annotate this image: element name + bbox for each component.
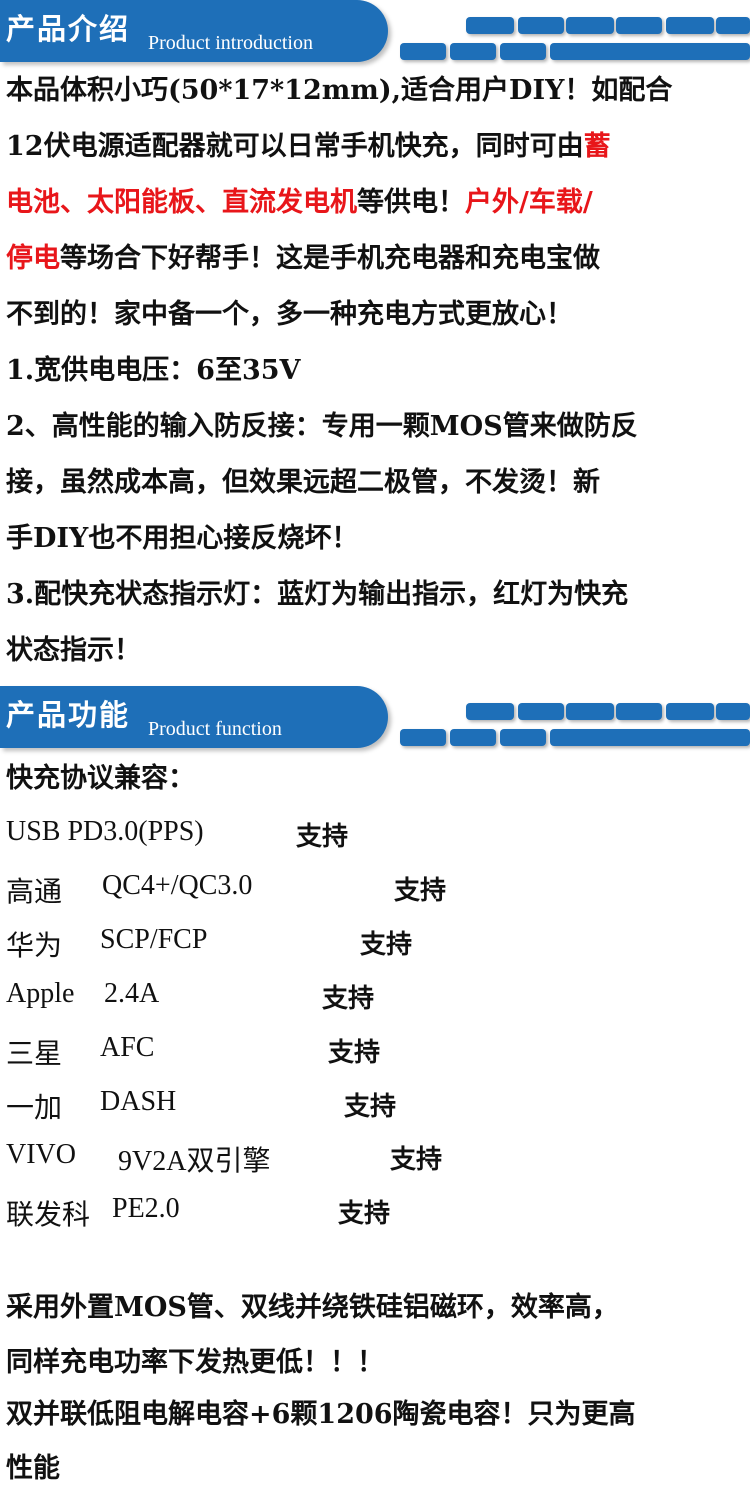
- protocol-row: 高通 QC4+/QC3.0 支持: [6, 870, 746, 910]
- protocol-brand: 三星: [6, 1039, 63, 1070]
- intro-line: 手DIY也不用担心接反烧坏！: [6, 516, 358, 555]
- body-text: 1.宽供电电压：6至35V: [6, 355, 301, 386]
- banner-brick: [500, 43, 546, 60]
- intro-line: 接，虽然成本高，但效果远超二极管，不发烫！新: [6, 460, 600, 499]
- intro-line: 3.配快充状态指示灯：蓝灯为输出指示，红灯为快充: [6, 572, 628, 611]
- body-text: 12伏电源适配器就可以日常手机快充，同时可由: [6, 131, 584, 162]
- banner-brick: [616, 703, 662, 720]
- protocol-row: 联发科 PE2.0 支持: [6, 1193, 746, 1233]
- body-text: 手DIY也不用担心接反烧坏！: [6, 523, 359, 554]
- intro-line: 状态指示！: [6, 628, 141, 667]
- banner-brick: [466, 17, 514, 34]
- intro-line: 停电等场合下好帮手！这是手机充电器和充电宝做: [6, 236, 600, 275]
- highlight-text: 停电: [6, 243, 60, 274]
- banner-title-en: Product function: [148, 718, 282, 740]
- protocol-brand: USB PD3.0(PPS): [6, 816, 204, 847]
- protocol-status: 支持: [394, 876, 447, 906]
- protocol-row: USB PD3.0(PPS) 支持: [6, 816, 746, 856]
- banner-tab: [0, 686, 388, 748]
- protocol-name: AFC: [100, 1032, 155, 1063]
- banner-brick: [400, 43, 446, 60]
- protocol-row: Apple 2.4A 支持: [6, 978, 746, 1018]
- body-text: 等场合下好帮手！这是手机充电器和充电宝做: [60, 243, 600, 274]
- protocol-status: 支持: [360, 930, 413, 960]
- banner-tab: [0, 0, 388, 62]
- banner-brick: [550, 43, 750, 60]
- protocol-name: SCP/FCP: [100, 924, 208, 955]
- body-text: 本品体积小巧(50*17*12mm),适合用户DIY！如配合: [6, 75, 673, 106]
- section-banner-introduction: 产品介绍 Product introduction: [0, 0, 750, 62]
- feature-note-line: 双并联低阻电解电容+6颗1206陶瓷电容！只为更高: [6, 1399, 636, 1430]
- protocol-status: 支持: [322, 984, 375, 1014]
- body-text: 2、高性能的输入防反接：专用一颗MOS管来做防反: [6, 411, 638, 442]
- banner-brick: [450, 729, 496, 746]
- protocol-row: 三星 AFC 支持: [6, 1032, 746, 1072]
- banner-brick: [616, 17, 662, 34]
- protocol-name: 2.4A: [104, 978, 160, 1009]
- banner-brick: [500, 729, 546, 746]
- intro-line: 1.宽供电电压：6至35V: [6, 348, 301, 387]
- feature-note-line: 性能: [6, 1453, 60, 1484]
- banner-bricks: [400, 0, 750, 62]
- highlight-text: 电池、太阳能板、直流发电机: [6, 187, 357, 218]
- intro-line: 电池、太阳能板、直流发电机等供电！户外/车载/: [6, 180, 593, 219]
- banner-bricks: [400, 686, 750, 748]
- intro-line: 本品体积小巧(50*17*12mm),适合用户DIY！如配合: [6, 68, 672, 107]
- protocol-status: 支持: [328, 1038, 381, 1068]
- protocol-status: 支持: [390, 1145, 443, 1175]
- banner-brick: [400, 729, 446, 746]
- banner-brick: [550, 729, 750, 746]
- banner-brick: [666, 703, 714, 720]
- protocol-heading: 快充协议兼容：: [6, 763, 195, 794]
- protocol-status: 支持: [296, 822, 349, 852]
- body-text: 不到的！家中备一个，多一种充电方式更放心！: [6, 299, 573, 330]
- banner-brick: [466, 703, 514, 720]
- protocol-status: 支持: [344, 1092, 397, 1122]
- banner-brick: [518, 703, 564, 720]
- protocol-brand: 一加: [6, 1093, 63, 1124]
- intro-line: 12伏电源适配器就可以日常手机快充，同时可由蓄: [6, 124, 611, 163]
- protocol-row: VIVO 9V2A双引擎 支持: [6, 1139, 746, 1179]
- feature-note-line: 同样充电功率下发热更低！！！: [6, 1347, 384, 1378]
- banner-brick: [566, 17, 614, 34]
- body-text: 等供电！: [357, 187, 465, 218]
- banner-title-cn: 产品功能: [6, 698, 131, 732]
- protocol-brand: VIVO: [6, 1139, 76, 1170]
- protocol-name: DASH: [100, 1086, 177, 1117]
- banner-brick: [518, 17, 564, 34]
- banner-brick: [666, 17, 714, 34]
- banner-brick: [716, 703, 750, 720]
- banner-brick: [450, 43, 496, 60]
- body-text: 3.配快充状态指示灯：蓝灯为输出指示，红灯为快充: [6, 579, 629, 610]
- protocol-row: 一加 DASH 支持: [6, 1086, 746, 1126]
- protocol-brand: 华为: [6, 931, 63, 962]
- intro-line: 不到的！家中备一个，多一种充电方式更放心！: [6, 292, 573, 331]
- intro-line: 2、高性能的输入防反接：专用一颗MOS管来做防反: [6, 404, 638, 443]
- banner-brick: [716, 17, 750, 34]
- protocol-status: 支持: [338, 1199, 391, 1229]
- protocol-name: QC4+/QC3.0: [102, 870, 253, 901]
- banner-brick: [566, 703, 614, 720]
- protocol-row: 华为 SCP/FCP 支持: [6, 924, 746, 964]
- body-text: 接，虽然成本高，但效果远超二极管，不发烫！新: [6, 467, 600, 498]
- body-text: 状态指示！: [6, 635, 141, 666]
- protocol-name: PE2.0: [112, 1193, 180, 1224]
- protocol-brand: 高通: [6, 877, 63, 908]
- feature-note-line: 采用外置MOS管、双线并绕铁硅铝磁环，效率高，: [6, 1292, 619, 1323]
- section-banner-function: 产品功能 Product function: [0, 686, 750, 748]
- highlight-text: 户外/车载/: [465, 187, 593, 218]
- protocol-brand: Apple: [6, 978, 75, 1009]
- protocol-brand: 联发科: [6, 1200, 91, 1231]
- protocol-name: 9V2A双引擎: [118, 1146, 271, 1177]
- banner-title-cn: 产品介绍: [6, 12, 131, 46]
- highlight-text: 蓄: [583, 131, 611, 162]
- banner-title-en: Product introduction: [148, 32, 313, 54]
